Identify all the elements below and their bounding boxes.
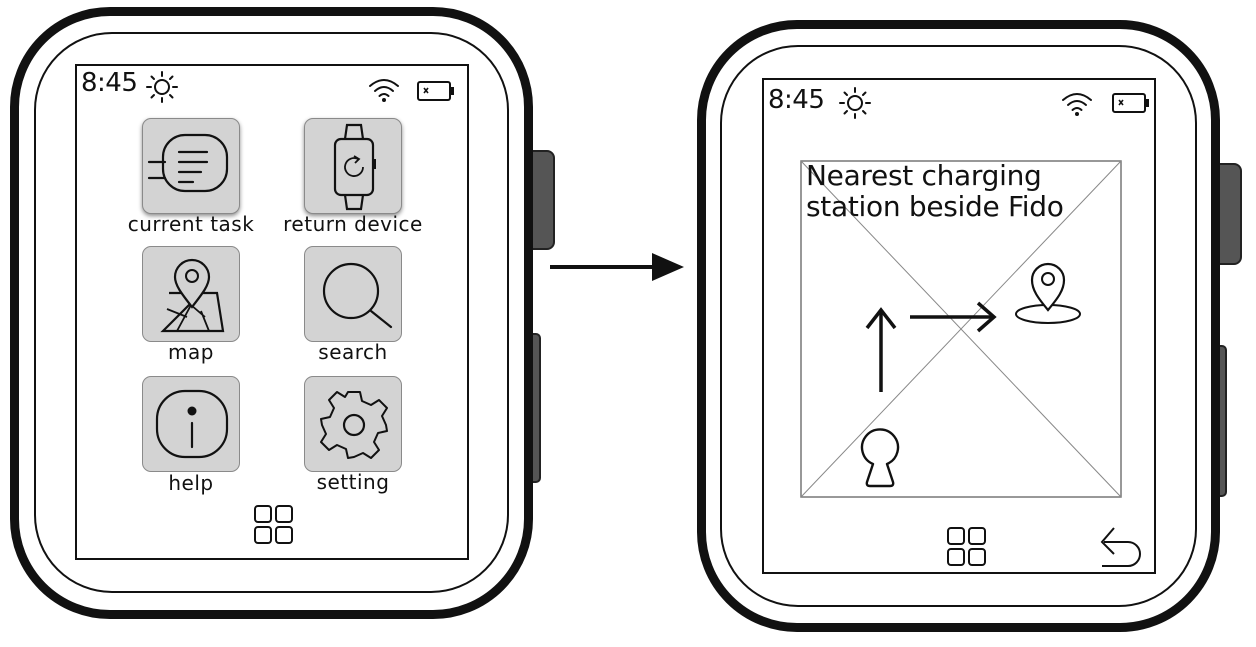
current-task-label: current task xyxy=(127,212,255,236)
help-label: help xyxy=(168,471,214,495)
map-icon xyxy=(160,258,225,333)
status-time: 8:45 xyxy=(81,68,138,98)
wifi-icon xyxy=(369,79,399,102)
map-message: Nearest charging station beside Fido xyxy=(806,160,1064,222)
battery-low-icon xyxy=(417,81,454,101)
arrow-up-icon xyxy=(865,307,897,392)
sun-icon xyxy=(146,71,178,103)
destination-pin-icon xyxy=(1015,262,1081,324)
left-watch-crown[interactable] xyxy=(530,150,555,250)
return-device-button[interactable] xyxy=(304,118,402,214)
map-message-line-1: Nearest charging xyxy=(806,159,1042,192)
map-message-line-2: station beside Fido xyxy=(806,190,1064,223)
left-watch-bezel xyxy=(34,32,509,593)
battery-low-icon xyxy=(1112,93,1149,113)
map-button[interactable] xyxy=(142,246,240,342)
left-watch-screen: 8:45 current task xyxy=(75,64,469,560)
map-label: map xyxy=(168,340,214,364)
map-placeholder xyxy=(800,160,1122,498)
setting-label: setting xyxy=(316,470,390,494)
right-watch-bezel xyxy=(720,45,1197,607)
help-button[interactable] xyxy=(142,376,240,472)
right-watch-screen: 8:45 Nearest charging station beside Fid… xyxy=(762,78,1156,574)
current-task-button[interactable] xyxy=(142,118,240,214)
watch-return-icon xyxy=(333,123,376,211)
wifi-icon xyxy=(1062,93,1092,116)
search-icon xyxy=(322,262,393,329)
home-grid-icon[interactable] xyxy=(253,504,295,546)
gear-icon xyxy=(320,391,388,459)
status-time: 8:45 xyxy=(768,85,825,115)
return-device-label: return device xyxy=(283,212,423,236)
back-icon[interactable] xyxy=(1098,522,1148,570)
search-label: search xyxy=(318,340,388,364)
list-icon xyxy=(147,133,229,193)
setting-button[interactable] xyxy=(304,376,402,472)
sun-icon xyxy=(839,87,871,119)
transition-arrow-icon xyxy=(550,253,684,281)
map-view[interactable]: Nearest charging station beside Fido xyxy=(800,160,1122,498)
info-icon xyxy=(155,389,229,459)
search-button[interactable] xyxy=(304,246,402,342)
arrow-right-icon xyxy=(910,301,997,333)
user-location-icon xyxy=(860,428,900,488)
home-grid-icon[interactable] xyxy=(946,526,988,568)
